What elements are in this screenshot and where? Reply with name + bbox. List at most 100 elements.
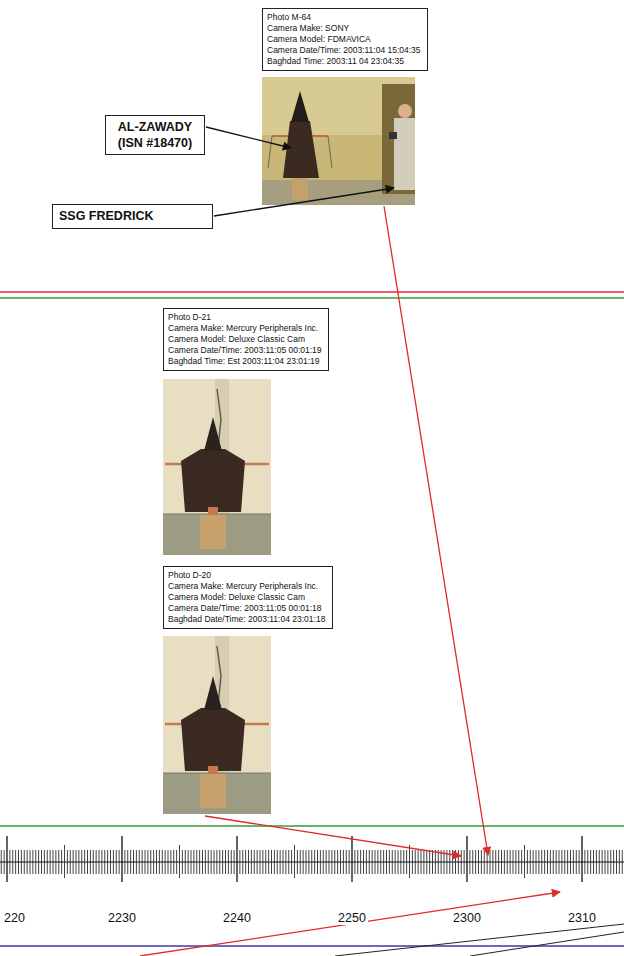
- ruler-tick: [70, 850, 71, 874]
- ruler-tick: [99, 850, 100, 874]
- ruler-tick: [389, 850, 390, 874]
- ruler-tick: [176, 850, 177, 874]
- ruler-tick: [1, 850, 2, 874]
- ruler-tick: [93, 850, 94, 874]
- ruler-tick: [395, 850, 396, 874]
- ruler-tick: [283, 850, 284, 874]
- ruler-tick: [538, 850, 539, 874]
- ruler-tick: [9, 850, 10, 874]
- ruler-tick: [320, 850, 321, 874]
- ruler-tick: [501, 850, 502, 874]
- soldier-body: [394, 118, 415, 190]
- ruler-tick: [619, 850, 620, 874]
- pointer-arrow: [214, 188, 394, 216]
- separator-line: [0, 825, 624, 827]
- ruler-tick: [406, 850, 407, 874]
- floor: [163, 514, 271, 555]
- ruler-tick: [251, 850, 252, 874]
- box: [200, 515, 226, 549]
- ruler-tick: [472, 850, 473, 874]
- poncho: [181, 708, 245, 771]
- ruler-tick: [398, 850, 399, 874]
- ruler-tick: [150, 850, 151, 874]
- ruler-tick: [337, 850, 338, 874]
- box-text: Baghdad Date/Time: 2003:11:04 23:01:18: [168, 614, 328, 625]
- ruler-tick: [145, 850, 146, 874]
- ruler-tick: [214, 850, 215, 874]
- ruler-tick: [461, 850, 462, 874]
- ruler-tick: [162, 850, 163, 874]
- ruler-tick: [510, 850, 511, 874]
- ruler-tick: [524, 845, 525, 878]
- ruler-tick: [245, 850, 246, 874]
- ruler-tick: [464, 850, 465, 874]
- ruler-tick: [438, 850, 439, 874]
- ruler-tick: [527, 850, 528, 874]
- wall: [163, 636, 271, 814]
- ruler-tick: [326, 850, 327, 874]
- timeline-arrow: [384, 206, 488, 855]
- ruler-tick: [323, 850, 324, 874]
- ruler-tick: [139, 850, 140, 874]
- ruler-tick: [492, 850, 493, 874]
- wall: [163, 379, 271, 555]
- ruler-tick: [616, 850, 617, 874]
- ruler-tick: [242, 850, 243, 874]
- ruler-tick: [55, 850, 56, 874]
- timeline-ruler: [0, 836, 624, 882]
- ruler-tick: [303, 850, 304, 874]
- ruler-tick: [47, 850, 48, 874]
- pointer-arrow: [206, 127, 291, 148]
- ruler-tick: [507, 850, 508, 874]
- ruler-tick: [84, 850, 85, 874]
- ruler-tick: [156, 850, 157, 874]
- ruler-tick: [513, 850, 514, 874]
- ruler-tick: [567, 850, 568, 874]
- poncho: [181, 449, 245, 512]
- ruler-tick: [518, 850, 519, 874]
- ruler-tick: [121, 836, 122, 882]
- ruler-tick: [377, 850, 378, 874]
- ruler-tick: [331, 850, 332, 874]
- ruler-tick: [271, 850, 272, 874]
- ruler-tick: [76, 850, 77, 874]
- ruler-tick: [58, 850, 59, 874]
- timeline-label: 2240: [221, 911, 253, 925]
- ruler-tick: [277, 850, 278, 874]
- ruler-tick: [104, 850, 105, 874]
- ruler-tick: [587, 850, 588, 874]
- ruler-tick: [119, 850, 120, 874]
- box: [200, 774, 226, 808]
- ruler-tick: [288, 850, 289, 874]
- ruler-tick: [113, 850, 114, 874]
- ruler-tick: [185, 850, 186, 874]
- ruler-tick: [314, 850, 315, 874]
- ruler-tick: [412, 850, 413, 874]
- timeline-label: 220: [2, 911, 27, 925]
- ruler-tick: [607, 850, 608, 874]
- ruler-tick: [584, 850, 585, 874]
- wire: [328, 136, 332, 168]
- box-heading: Photo D-20: [168, 570, 328, 581]
- diagonal-line: [470, 932, 624, 956]
- ruler-tick: [466, 836, 467, 882]
- separator-line: [0, 291, 624, 293]
- box-text: Camera Model: Deluxe Classic Cam: [168, 334, 324, 345]
- ruler-tick: [426, 850, 427, 874]
- ruler-tick: [363, 850, 364, 874]
- ruler-tick: [481, 850, 482, 874]
- ruler-tick: [21, 850, 22, 874]
- ruler-tick: [498, 850, 499, 874]
- ruler-tick: [219, 850, 220, 874]
- ruler-tick: [211, 850, 212, 874]
- ruler-tick: [50, 850, 51, 874]
- ruler-tick: [311, 850, 312, 874]
- ruler-tick: [130, 850, 131, 874]
- timeline-label: 2230: [106, 911, 138, 925]
- ruler-tick: [334, 850, 335, 874]
- ruler-tick: [87, 850, 88, 874]
- ruler-tick: [357, 850, 358, 874]
- ruler-tick: [590, 850, 591, 874]
- ruler-tick: [18, 850, 19, 874]
- ruler-tick: [216, 850, 217, 874]
